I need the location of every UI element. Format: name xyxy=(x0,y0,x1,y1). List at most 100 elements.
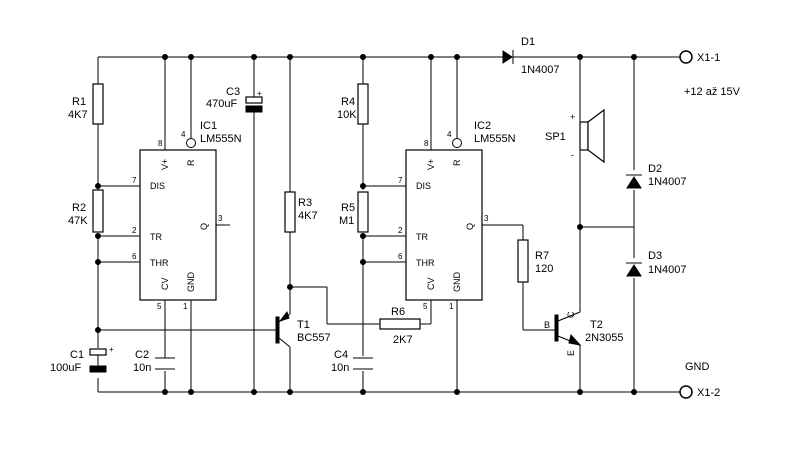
junction-dots xyxy=(95,54,637,395)
t2-ref: T2 xyxy=(590,319,603,331)
ic1-pin1-number: 1 xyxy=(183,302,188,311)
diode-d1: D1 1N4007 xyxy=(502,36,560,76)
d1-value: 1N4007 xyxy=(521,64,560,76)
speaker-sp1: + - SP1 xyxy=(545,108,605,164)
capacitor-c3: + C3 470uF xyxy=(206,86,263,113)
ic1-thr-label: THR xyxy=(150,258,169,268)
c3-plus: + xyxy=(257,89,262,98)
capacitor-c2: C2 10n xyxy=(133,349,175,374)
transistor-t1: T1 BC557 xyxy=(275,310,331,348)
x1-1-label: X1-1 xyxy=(697,52,720,64)
ic2-type: LM555N xyxy=(474,133,516,145)
wires xyxy=(97,56,680,393)
diode-d3: D3 1N4007 xyxy=(626,250,687,277)
t2-pin-b: B xyxy=(544,320,550,330)
ic1-pin5-number: 5 xyxy=(157,302,162,311)
ic2-pin1-number: 1 xyxy=(449,302,454,311)
r5-ref: R5 xyxy=(341,202,355,214)
r6-value: 2K7 xyxy=(393,334,413,346)
d3-ref: D3 xyxy=(648,250,662,262)
ic1-gnd-label: GND xyxy=(186,272,196,293)
resistor-r4: R4 10K xyxy=(337,83,369,125)
ic1-pin8-number: 8 xyxy=(158,139,163,148)
ic2-reset-label: R xyxy=(452,159,462,166)
r3-value: 4K7 xyxy=(298,210,318,222)
r7-ref: R7 xyxy=(535,250,549,262)
c2-value: 10n xyxy=(133,362,151,374)
ic1-ref: IC1 xyxy=(200,120,217,132)
sp1-plus: + xyxy=(570,112,575,122)
c1-plus: + xyxy=(109,345,114,354)
ic1-pin4-number: 4 xyxy=(181,130,186,139)
r4-ref: R4 xyxy=(341,96,355,108)
d3-value: 1N4007 xyxy=(648,264,687,276)
r1-ref: R1 xyxy=(72,96,86,108)
r7-value: 120 xyxy=(535,263,553,275)
ic1-pin3-number: 3 xyxy=(218,214,223,223)
ic2-vcc-label: V+ xyxy=(426,159,436,170)
ic2-q-label: Q xyxy=(465,223,475,230)
transistor-t2: B C E T2 2N3055 xyxy=(544,311,624,356)
c1-value: 100uF xyxy=(50,362,81,374)
ic2-pin7-number: 7 xyxy=(398,176,403,185)
ic2-gnd-label: GND xyxy=(452,272,462,293)
terminal-x1-1: X1-1 xyxy=(679,50,720,64)
ic1-pin6-number: 6 xyxy=(132,252,137,261)
ic1-pin7-number: 7 xyxy=(132,176,137,185)
r6-ref: R6 xyxy=(391,306,405,318)
d1-ref: D1 xyxy=(521,36,535,48)
ic2-pin3-number: 3 xyxy=(484,214,489,223)
t2-pin-c: C xyxy=(566,311,576,318)
terminal-x1-2: X1-2 xyxy=(679,385,720,399)
ic1-cv-label: CV xyxy=(160,277,170,290)
c3-ref: C3 xyxy=(226,86,240,98)
c1-ref: C1 xyxy=(70,349,84,361)
ic2-pin4-number: 4 xyxy=(447,130,452,139)
resistor-r2: R2 47K xyxy=(68,189,104,233)
r3-ref: R3 xyxy=(298,197,312,209)
ic2-ref: IC2 xyxy=(474,120,491,132)
d2-value: 1N4007 xyxy=(648,176,687,188)
ic1-reset-label: R xyxy=(186,159,196,166)
r2-ref: R2 xyxy=(72,202,86,214)
ic1-tr-label: TR xyxy=(150,232,162,242)
gnd-label: GND xyxy=(685,361,710,373)
resistor-r6: R6 2K7 xyxy=(379,306,421,346)
capacitor-c4: C4 10n xyxy=(331,349,373,374)
x1-2-label: X1-2 xyxy=(697,387,720,399)
ic2-pin5-number: 5 xyxy=(423,302,428,311)
c2-ref: C2 xyxy=(135,349,149,361)
ic2-pin6-number: 6 xyxy=(398,252,403,261)
sp1-minus: - xyxy=(571,150,574,160)
ic2-dis-label: DIS xyxy=(416,181,431,191)
ic1-pin2-number: 2 xyxy=(132,226,137,235)
ic2-pin2-number: 2 xyxy=(398,226,403,235)
r4-value: 10K xyxy=(337,109,357,121)
supply-label: +12 až 15V xyxy=(684,86,741,98)
ic1-type: LM555N xyxy=(200,133,242,145)
c4-ref: C4 xyxy=(334,349,348,361)
ic1: 8 4 7 2 6 3 5 1 DIS TR THR V+ R Q CV GND… xyxy=(132,120,242,311)
ic2-pin8-number: 8 xyxy=(424,139,429,148)
resistor-r3: R3 4K7 xyxy=(284,191,318,233)
resistor-r1: R1 4K7 xyxy=(68,83,104,125)
diode-d2: D2 1N4007 xyxy=(626,163,687,189)
ic1-vcc-label: V+ xyxy=(160,159,170,170)
resistor-r7: R7 120 xyxy=(517,239,553,283)
r5-value: M1 xyxy=(339,215,354,227)
ic1-dis-label: DIS xyxy=(150,181,165,191)
ic2-thr-label: THR xyxy=(416,258,435,268)
ic2-cv-label: CV xyxy=(426,277,436,290)
d2-ref: D2 xyxy=(648,163,662,175)
r2-value: 47K xyxy=(68,215,88,227)
ic2-tr-label: TR xyxy=(416,232,428,242)
c3-value: 470uF xyxy=(206,98,237,110)
resistor-r5: R5 M1 xyxy=(339,191,369,233)
ic1-q-label: Q xyxy=(199,223,209,230)
ic2: 8 4 7 2 6 3 5 1 DIS TR THR V+ R Q CV GND… xyxy=(398,120,516,311)
t2-value: 2N3055 xyxy=(585,332,624,344)
c4-value: 10n xyxy=(331,362,349,374)
t1-ref: T1 xyxy=(297,319,310,331)
r1-value: 4K7 xyxy=(68,109,88,121)
